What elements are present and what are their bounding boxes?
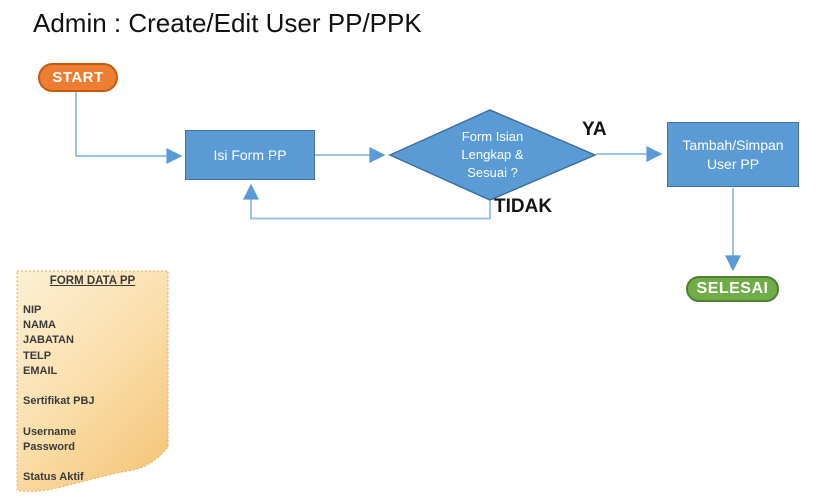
note-field: TELP: [23, 349, 52, 362]
edge-label-ya: YA: [582, 119, 607, 140]
edge-decision-no-loop: [243, 183, 491, 220]
tambah-simpan-line-2: User PP: [706, 155, 760, 172]
decision-line-3: Sesuai ?: [467, 165, 518, 180]
page-title: Admin : Create/Edit User PP/PPK: [33, 8, 422, 38]
selesai-node-label: SELESAI: [696, 280, 769, 297]
note-field: JABATAN: [23, 334, 74, 347]
isi-form-pp-node: Isi Form PP: [185, 130, 315, 180]
form-data-note-shape: [16, 270, 169, 492]
note-field: Status Aktif: [23, 471, 84, 484]
decision-line-2: Lengkap &: [461, 147, 524, 162]
note-field: Sertifikat PBJ: [23, 395, 95, 408]
isi-form-pp-label: Isi Form PP: [213, 147, 287, 163]
note-field: NAMA: [23, 319, 56, 332]
note-field-spacer: [23, 379, 158, 394]
start-node: START: [38, 63, 118, 92]
note-field: Username: [23, 425, 77, 438]
start-node-label: START: [52, 69, 104, 86]
tambah-simpan-node: Tambah/Simpan User PP: [667, 122, 799, 187]
decision-node-text: Form Isian Lengkap & Sesuai ?: [432, 128, 553, 182]
note-field-spacer: [23, 455, 158, 470]
tambah-simpan-line-1: Tambah/Simpan: [682, 136, 784, 153]
edge-label-tidak: TIDAK: [494, 196, 553, 217]
decision-line-1: Form Isian: [461, 129, 524, 144]
note-field: Password: [23, 440, 75, 453]
note-field-spacer: [23, 409, 158, 424]
decision-diamond-shape: [388, 109, 597, 201]
note-field: EMAIL: [23, 364, 58, 377]
edge-start-to-isiform: [75, 92, 183, 164]
note-field: NIP: [23, 304, 42, 316]
selesai-node: SELESAI: [686, 276, 779, 302]
form-data-note-fields: NIP NAMA JABATAN TELP EMAIL Sertifikat P…: [23, 303, 158, 485]
form-data-note-title: FORM DATA PP: [49, 275, 136, 287]
